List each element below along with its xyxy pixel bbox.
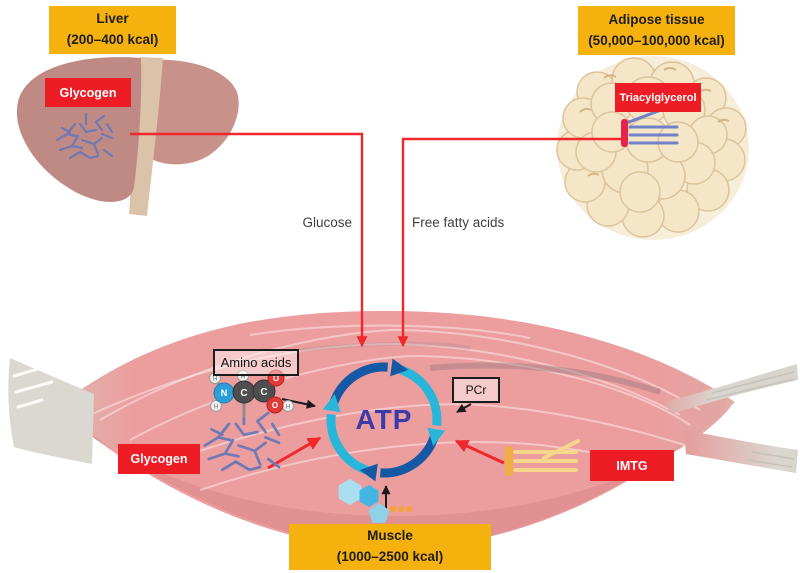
- muscle-kcal: (1000–2500 kcal): [336, 549, 444, 564]
- glucose-text: Glucose: [302, 215, 352, 230]
- liver-title: Liver: [96, 11, 129, 27]
- pcr-box: PCr: [452, 377, 500, 403]
- imtg-molecule: [505, 439, 580, 476]
- atom-h-label: H: [213, 377, 217, 383]
- atom-o2-label: O: [272, 401, 278, 410]
- imtg-arrow: [454, 439, 505, 465]
- imtg-label: IMTG: [616, 458, 648, 473]
- liver-kcal: (200–400 kcal): [66, 32, 159, 47]
- liver-glycogen-label: Glycogen: [59, 85, 117, 100]
- imtg-badge: IMTG: [590, 450, 674, 481]
- muscle-illustration: [8, 310, 798, 549]
- amino-acids-box: Amino acids: [213, 349, 299, 376]
- amino-acids-label: Amino acids: [220, 355, 292, 370]
- pcr-label: PCr: [465, 383, 487, 397]
- tendon-right-upper: [664, 364, 798, 414]
- adipose-kcal: (50,000–100,000 kcal): [588, 32, 725, 48]
- muscle-title-box: Muscle (1000–2500 kcal): [289, 524, 491, 570]
- glucose-flux-label: Glucose: [250, 215, 352, 230]
- muscle-glycogen-arrow: [267, 436, 322, 470]
- ffa-flux-label: Free fatty acids: [412, 215, 504, 230]
- atom-h-label: H: [214, 405, 218, 411]
- liver-title-box: Liver (200–400 kcal): [49, 6, 176, 54]
- tendon-right-lower: [684, 430, 798, 473]
- atom-n-label: N: [221, 388, 228, 398]
- glucose-arrow: [130, 132, 368, 348]
- muscle-glycogen-label: Glycogen: [130, 452, 188, 466]
- glucose-molecules: [338, 479, 413, 523]
- atom-c2-label: C: [260, 387, 267, 398]
- triacylglycerol-badge: Triacylglycerol: [615, 83, 701, 112]
- triacylglycerol-label: Triacylglycerol: [619, 91, 697, 104]
- adipose-title: Adipose tissue: [608, 11, 705, 27]
- tendon-left: [8, 358, 95, 464]
- muscle-glycogen-badge: Glycogen: [118, 444, 200, 474]
- liver-glycogen-badge: Glycogen: [45, 78, 131, 107]
- atom-h-label: H: [241, 375, 245, 381]
- atom-c1-label: C: [240, 388, 247, 399]
- muscle-title: Muscle: [367, 528, 413, 544]
- atp-text: ATP: [355, 404, 413, 435]
- atom-o1-label: O: [273, 374, 279, 383]
- adipose-title-box: Adipose tissue (50,000–100,000 kcal): [578, 6, 735, 55]
- atp-label: ATP: [334, 404, 434, 436]
- atom-h-label: H: [286, 405, 290, 411]
- connector-arrows: [130, 132, 627, 516]
- atp-cycle: [322, 358, 446, 482]
- ffa-text: Free fatty acids: [412, 215, 505, 230]
- ffa-arrow: [397, 137, 627, 348]
- pcr-arrow: [456, 403, 472, 413]
